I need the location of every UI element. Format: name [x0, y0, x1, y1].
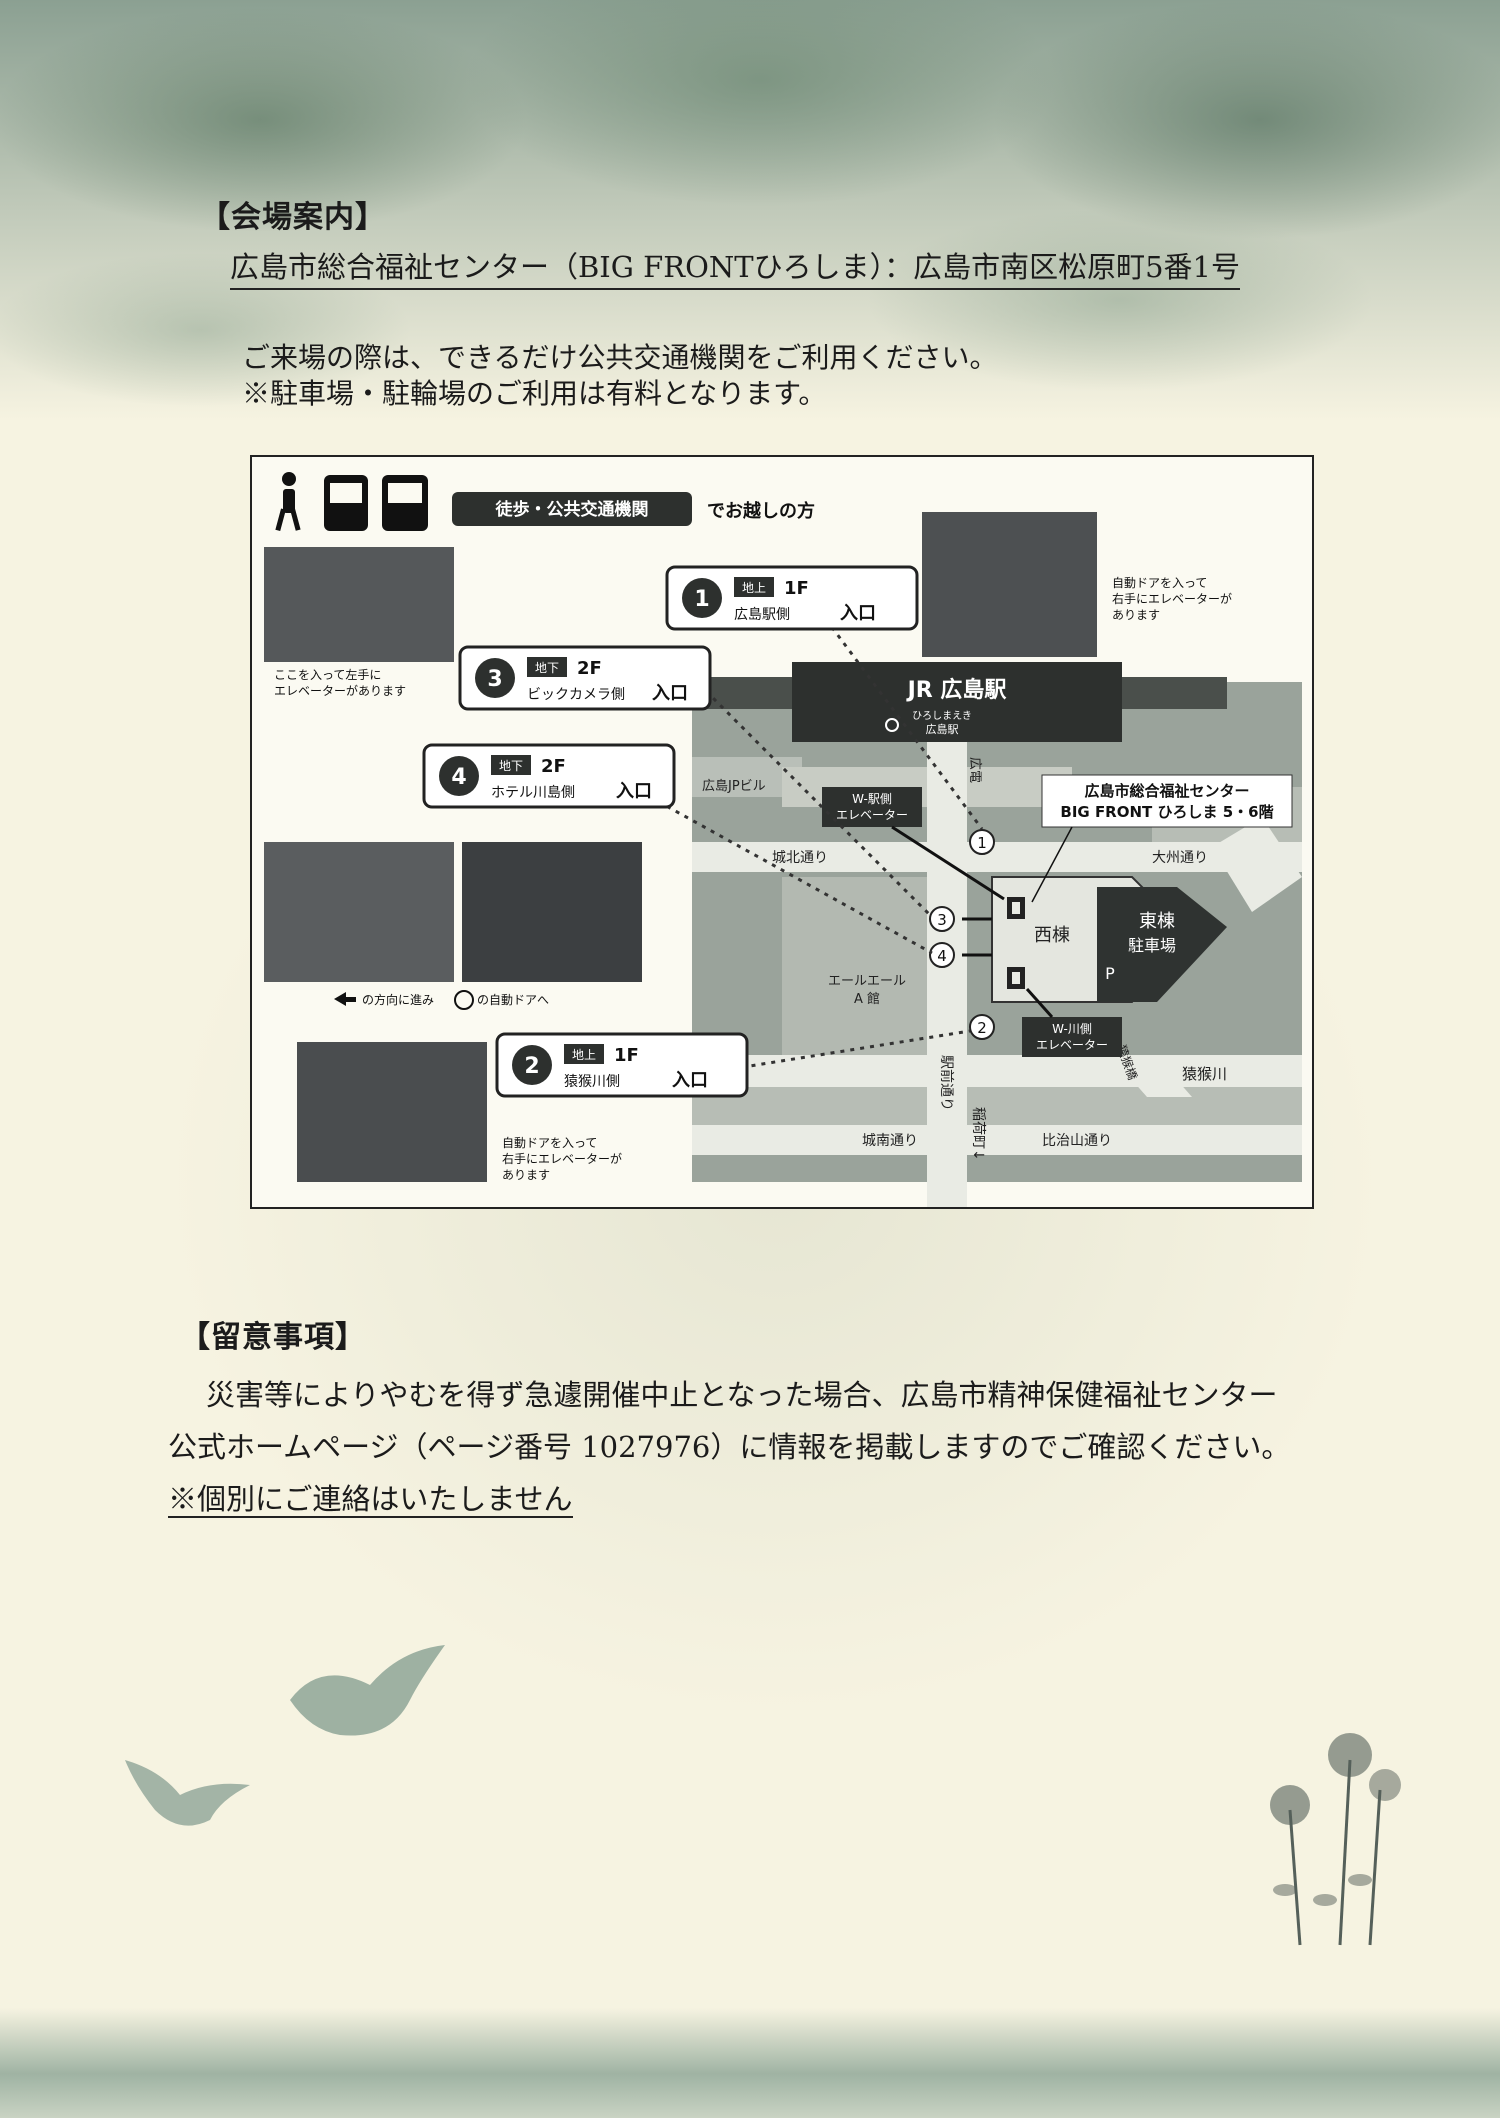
- caption-3-2: エレベーターがあります: [274, 683, 406, 698]
- svg-text:1: 1: [694, 587, 709, 612]
- caption-4-1: の方向に進み: [362, 992, 434, 1007]
- svg-text:ビックカメラ側: ビックカメラ側: [527, 687, 625, 703]
- w-kawagawa-2: エレベーター: [1036, 1038, 1108, 1052]
- svg-text:3: 3: [487, 667, 502, 692]
- entrance-callout-1: 1 地上 1F 広島駅側 入口: [665, 565, 919, 631]
- svg-text:広島駅側: 広島駅側: [734, 607, 790, 623]
- svg-text:1F: 1F: [784, 578, 809, 599]
- svg-text:入口: 入口: [840, 603, 876, 624]
- background-foliage-top: [0, 0, 1500, 420]
- svg-text:入口: 入口: [652, 683, 688, 704]
- photo-entrance-2: [297, 1042, 487, 1182]
- center-label-2: BIG FRONT ひろしま 5・6階: [1060, 803, 1273, 821]
- station-sub-label-2: 広島駅: [926, 722, 959, 736]
- background-grass-bottom: [0, 2008, 1500, 2118]
- label-higashi: 東棟: [1139, 911, 1175, 932]
- svg-text:ホテル川島側: ホテル川島側: [491, 785, 575, 801]
- route-marker-1: 1: [977, 834, 987, 852]
- label-airu-2: A 館: [854, 992, 880, 1007]
- building-east: [1097, 887, 1227, 1002]
- svg-text:2F: 2F: [577, 658, 602, 679]
- svg-text:地上: 地上: [572, 1048, 596, 1062]
- photo-entrance-3: [264, 547, 454, 662]
- label-ekimae: 駅前通り: [938, 1055, 955, 1111]
- w-ekigawa-1: W-駅側: [852, 792, 892, 806]
- svg-text:入口: 入口: [616, 781, 652, 802]
- w-kawagawa-1: W-川側: [1052, 1022, 1092, 1036]
- venue-note-transport: ご来場の際は、できるだけ公共交通機関をご利用ください。: [242, 341, 998, 374]
- header-suffix: でお越しの方: [707, 500, 815, 522]
- svg-text:猿猴川側: 猿猴川側: [564, 1074, 620, 1090]
- header-badge-text: 徒歩・公共交通機関: [495, 499, 649, 520]
- label-jonan: 城南通り: [862, 1133, 918, 1149]
- label-airu-1: エールエール: [828, 974, 906, 989]
- jr-station-block: [792, 662, 1122, 742]
- label-parking: 駐車場: [1128, 936, 1176, 955]
- route-marker-2: 2: [977, 1019, 987, 1037]
- station-label: JR 広島駅: [906, 677, 1007, 703]
- venue-name-address: 広島市総合福祉センター（BIG FRONTひろしま）：広島市南区松原町5番1号: [230, 244, 1241, 290]
- caption-1-1: 自動ドアを入って: [1112, 576, 1207, 590]
- entrance-callout-3: 3 地下 2F ビックカメラ側 入口: [458, 645, 712, 711]
- w-ekigawa-2: エレベーター: [836, 808, 908, 822]
- svg-text:地下: 地下: [535, 661, 559, 675]
- label-johoku: 城北通り: [772, 850, 828, 866]
- caution-line-1: 災害等によりやむを得ず急遽開催中止となった場合、広島市精神保健福祉センター: [206, 1378, 1278, 1412]
- label-p: P: [1105, 964, 1115, 983]
- svg-text:2: 2: [524, 1054, 539, 1079]
- label-enko-river: 猿猴川: [1182, 1065, 1227, 1083]
- label-inari: 稲荷町↓: [970, 1107, 986, 1161]
- caption-2-3: あります: [502, 1168, 550, 1182]
- venue-heading: 【会場案内】: [200, 200, 386, 235]
- header-badge: [452, 492, 692, 526]
- svg-text:地下: 地下: [499, 759, 523, 773]
- bird-icon: [125, 1760, 250, 1826]
- caption-4-2: の自動ドアへ: [477, 993, 549, 1007]
- label-oosu: 大州通り: [1152, 850, 1208, 866]
- flower-icon: [1270, 1733, 1401, 1946]
- station-sub-label: ひろしまえき: [912, 710, 972, 722]
- caution-line-2: 公式ホームページ（ページ番号 1027976）に情報を掲載しますのでご確認くださ…: [168, 1430, 1291, 1464]
- svg-text:2F: 2F: [541, 756, 566, 777]
- svg-text:入口: 入口: [672, 1070, 708, 1091]
- svg-text:1F: 1F: [614, 1045, 639, 1066]
- photo-entrance-4b: [462, 842, 642, 982]
- svg-text:4: 4: [451, 765, 466, 790]
- caption-1-3: あります: [1112, 608, 1160, 622]
- bird-icon: [290, 1645, 445, 1736]
- caption-1-2: 右手にエレベーターが: [1112, 591, 1232, 606]
- svg-text:地上: 地上: [742, 581, 766, 595]
- label-hiroden: 広電: [967, 757, 982, 783]
- center-label-1: 広島市総合福祉センター: [1084, 782, 1249, 800]
- caption-2-1: 自動ドアを入って: [502, 1136, 597, 1150]
- caption-2-2: 右手にエレベーターが: [502, 1151, 622, 1166]
- photo-entrance-1: [922, 512, 1097, 657]
- caution-line-3: ※個別にご連絡はいたしません: [168, 1482, 573, 1518]
- label-hijiyama: 比治山通り: [1042, 1133, 1112, 1149]
- photo-entrance-4a: [264, 842, 454, 982]
- entrance-callout-4: 4 地下 2F ホテル川島側 入口: [422, 743, 676, 809]
- label-nishi: 西棟: [1034, 925, 1070, 946]
- caution-heading: 【留意事項】: [180, 1320, 366, 1355]
- venue-note-parking: ※駐車場・駐輪場のご利用は有料となります。: [242, 377, 827, 410]
- entrance-callout-2: 2 地上 1F 猿猴川側 入口: [495, 1032, 749, 1098]
- route-marker-3: 3: [937, 911, 947, 929]
- route-marker-4: 4: [937, 947, 947, 965]
- label-post: 広島JPビル: [702, 779, 766, 794]
- caption-3-1: ここを入って左手に: [274, 667, 381, 682]
- access-map: JR 広島駅 ひろしまえき 広島駅 西棟 東棟 駐車場 P 広島JPビル 城北通…: [250, 455, 1314, 1209]
